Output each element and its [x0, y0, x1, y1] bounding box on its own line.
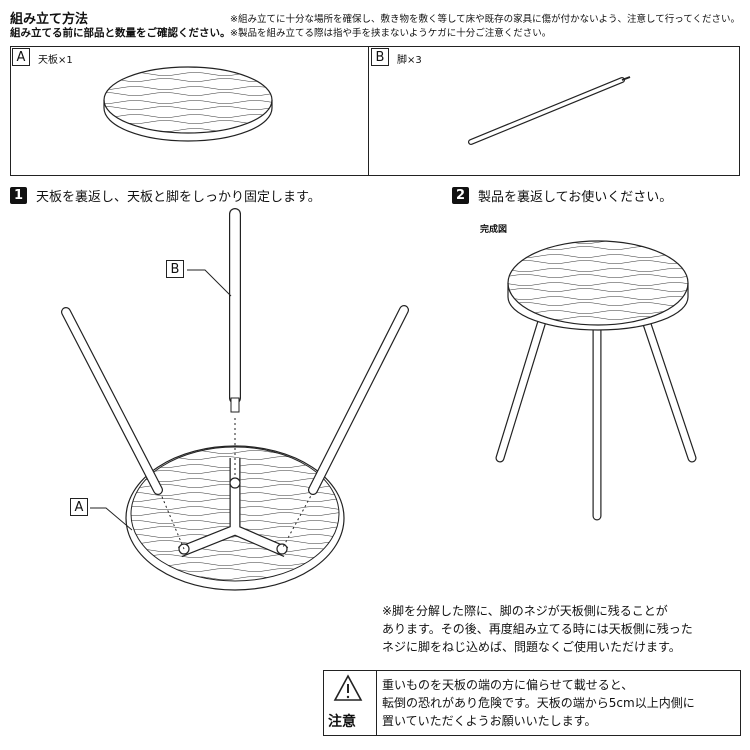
caution-icon-area: 注意: [324, 671, 377, 735]
tabletop-part-illustration: [103, 66, 273, 142]
caution-box: 注意 重いものを天板の端の方に偏らせて載せると、 転倒の恐れがあり危険です。天板…: [323, 670, 741, 736]
finger-warning-note: ※製品を組み立てる際は指や手を挟まないようケガに十分ご注意ください。: [230, 28, 552, 39]
note-line: ※脚を分解した際に、脚のネジが天板側に残ることが: [382, 604, 668, 618]
parts-panel: [10, 46, 740, 176]
step2-number: 2: [452, 187, 469, 204]
caution-line: 転倒の恐れがあり危険です。天板の端から5cm以上内側に: [382, 696, 695, 710]
step1-leg-label: B: [166, 260, 184, 278]
step2-illustration: [495, 240, 697, 521]
part-a-name: 天板×1: [38, 55, 73, 66]
step1-number: 1: [10, 187, 27, 204]
page-title: 組み立て方法: [10, 12, 89, 27]
caution-line: 重いものを天板の端の方に偏らせて載せると、: [382, 678, 634, 692]
caution-text: 重いものを天板の端の方に偏らせて載せると、 転倒の恐れがあり危険です。天板の端か…: [382, 676, 737, 730]
step1-text: 天板を裏返し、天板と脚をしっかり固定します。: [36, 190, 321, 205]
caution-line: 置いていただくようお願いいたします。: [382, 714, 597, 728]
leg-part-illustration: [468, 76, 631, 145]
part-b-name: 脚×3: [397, 55, 422, 66]
warning-triangle-icon: [333, 674, 363, 701]
step2-text: 製品を裏返してお使いください。: [478, 190, 673, 205]
page-subtitle: 組み立てる前に部品と数量をご確認ください。: [10, 27, 231, 39]
space-warning-note: ※組み立てに十分な場所を確保し、敷き物を敷く等して床や既存の家具に傷が付かないよ…: [230, 14, 740, 25]
part-b-badge: B: [371, 48, 389, 66]
caution-label: 注意: [328, 714, 356, 730]
note-line: あります。その後、再度組み立てる時には天板側に残った: [382, 622, 693, 636]
step1-top-label: A: [70, 498, 88, 516]
parts-divider: [368, 46, 369, 176]
disassembly-note: ※脚を分解した際に、脚のネジが天板側に残ることが あります。その後、再度組み立て…: [382, 602, 732, 656]
complete-diagram-label: 完成図: [480, 225, 508, 235]
part-a-badge: A: [12, 48, 30, 66]
step1-illustration: [61, 208, 409, 591]
note-line: ネジに脚をねじ込めば、問題なくご使用いただけます。: [382, 640, 681, 654]
